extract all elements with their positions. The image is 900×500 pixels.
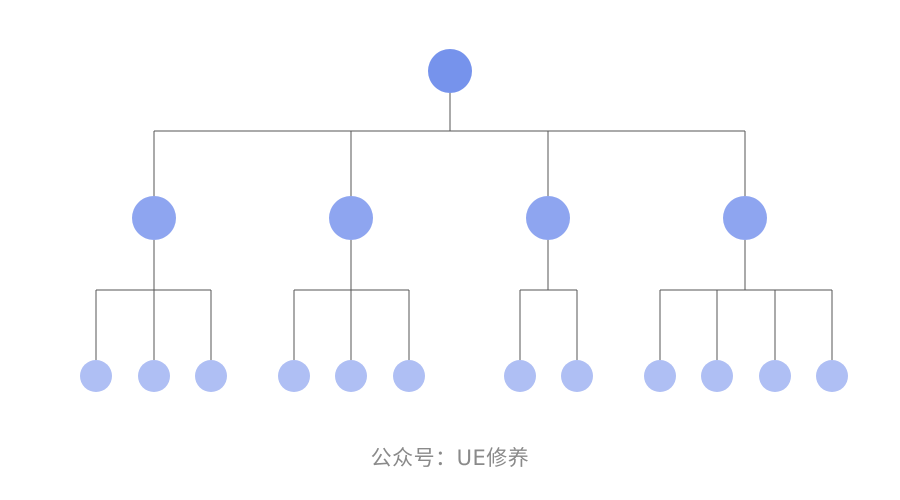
root-node — [428, 49, 472, 93]
leaf-node — [816, 360, 848, 392]
level1-node — [329, 196, 373, 240]
leaf-node — [701, 360, 733, 392]
level1-node — [526, 196, 570, 240]
leaf-node — [278, 360, 310, 392]
level1-node — [132, 196, 176, 240]
footer-caption: 公众号：UE修养 — [370, 446, 530, 470]
leaf-node — [195, 360, 227, 392]
level1-node — [723, 196, 767, 240]
connector-lines — [95, 93, 833, 360]
leaf-node — [80, 360, 112, 392]
leaf-node — [504, 360, 536, 392]
leaf-node — [335, 360, 367, 392]
leaf-node — [393, 360, 425, 392]
leaf-node — [561, 360, 593, 392]
tree-nodes — [80, 49, 848, 392]
leaf-node — [138, 360, 170, 392]
leaf-node — [644, 360, 676, 392]
leaf-node — [759, 360, 791, 392]
